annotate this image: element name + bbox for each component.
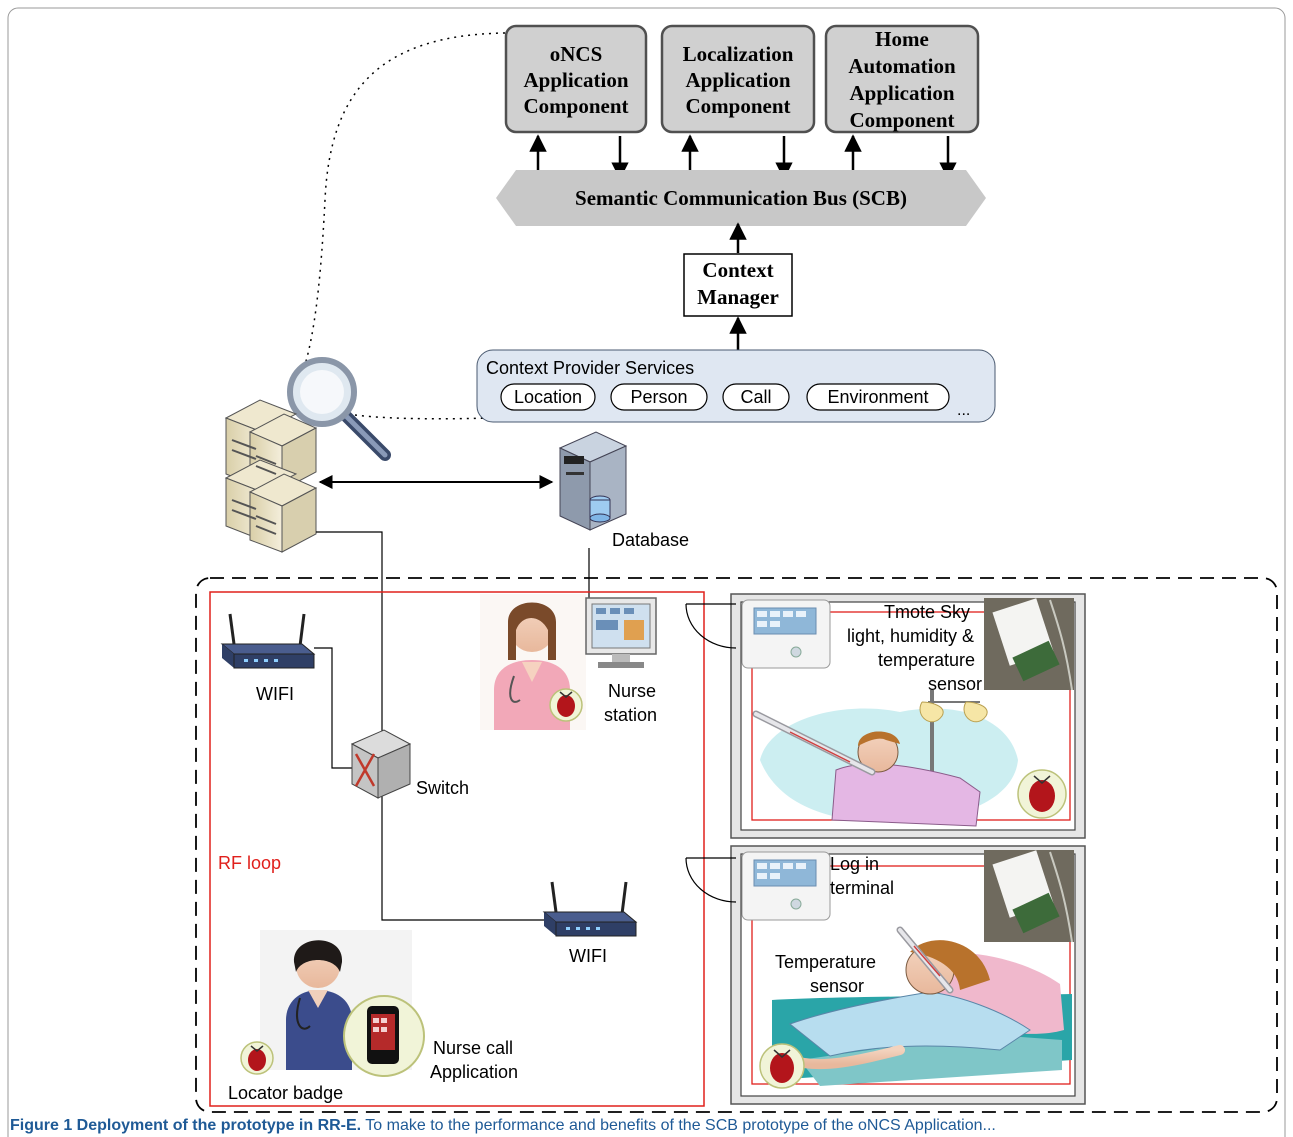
nurse-station-line-1: Nurse bbox=[608, 681, 656, 701]
oncs-line-3: Component bbox=[523, 94, 628, 118]
localization-line-3: Component bbox=[685, 94, 790, 118]
tmote-line-3: temperature bbox=[878, 650, 975, 670]
service-location-pill bbox=[500, 383, 596, 411]
dotted-link-provider bbox=[354, 414, 491, 420]
home-line-4: Component bbox=[849, 108, 954, 132]
oncs-app-component: oNCS Application Component bbox=[504, 24, 648, 134]
login-terminal-icon-room2 bbox=[741, 851, 831, 921]
login-terminal-icon-room1 bbox=[741, 599, 831, 669]
context-provider-services: Context Provider Services Location Perso… bbox=[476, 349, 996, 423]
service-environment-pill bbox=[806, 383, 950, 411]
nurse-with-phone-illustration bbox=[260, 930, 412, 1070]
home-line-3: Application bbox=[849, 81, 954, 105]
oncs-line-2: Application bbox=[523, 68, 628, 92]
log-in-line-1: Log in bbox=[830, 854, 879, 874]
patient-in-bed-room2 bbox=[772, 926, 1072, 1086]
locator-badge-icon-nurse bbox=[240, 1041, 274, 1075]
localization-line-2: Application bbox=[685, 68, 790, 92]
semantic-communication-bus: Semantic Communication Bus (SCB) bbox=[496, 170, 986, 226]
nurse-station-illustration bbox=[480, 594, 657, 730]
nurse-station-line-2: station bbox=[604, 705, 657, 725]
home-line-1: Home bbox=[875, 27, 929, 51]
service-person-pill bbox=[610, 383, 708, 411]
locator-badge-icon-room2 bbox=[759, 1043, 805, 1089]
dotted-link-top bbox=[304, 32, 506, 366]
nurse-call-line-1: Nurse call bbox=[433, 1038, 513, 1058]
localization-line-1: Localization bbox=[683, 42, 794, 66]
switch-icon bbox=[350, 729, 412, 799]
context-manager-line-1: Context bbox=[702, 258, 773, 282]
service-call: Call bbox=[740, 387, 771, 407]
context-manager-box: Context Manager bbox=[683, 253, 793, 317]
tmote-line-2: light, humidity & bbox=[847, 626, 974, 646]
caption-lead: Figure 1 Deployment of the prototype in … bbox=[10, 1117, 362, 1134]
rf-loop-label: RF loop bbox=[218, 853, 281, 873]
context-manager-line-2: Manager bbox=[697, 285, 779, 309]
tmote-sensor-photo-room2 bbox=[984, 850, 1074, 943]
temperature-sensor-line-1: Temperature bbox=[775, 952, 876, 972]
oncs-line-1: oNCS bbox=[550, 42, 603, 66]
locator-badge-icon-station bbox=[549, 688, 583, 722]
services-more: ... bbox=[957, 402, 970, 419]
locator-badge-label: Locator badge bbox=[228, 1083, 343, 1103]
magnifier-icon bbox=[287, 357, 391, 461]
home-line-2: Automation bbox=[848, 54, 956, 78]
service-person: Person bbox=[630, 387, 687, 407]
temperature-sensor-line-2: sensor bbox=[810, 976, 864, 996]
wifi-router-icon-top bbox=[220, 613, 316, 669]
figure-caption: Figure 1 Deployment of the prototype in … bbox=[10, 1117, 1290, 1137]
mobile-phone-icon bbox=[343, 995, 425, 1077]
service-location: Location bbox=[514, 387, 582, 407]
server-cluster-icon bbox=[224, 399, 318, 553]
patient-in-bed-room1 bbox=[752, 690, 1018, 827]
tmote-sensor-photo-room1 bbox=[984, 598, 1074, 691]
database-server-icon bbox=[558, 431, 628, 531]
rf-loop-boundary bbox=[209, 591, 705, 1107]
switch-label: Switch bbox=[416, 778, 469, 798]
wifi-router-icon-bottom bbox=[542, 881, 638, 937]
database-label: Database bbox=[612, 530, 689, 550]
nurse-call-line-2: Application bbox=[430, 1062, 518, 1082]
locator-badge-icon-room1 bbox=[1017, 769, 1067, 819]
context-provider-title: Context Provider Services bbox=[486, 358, 694, 378]
wifi-top-label: WIFI bbox=[256, 684, 294, 704]
service-call-pill bbox=[722, 383, 790, 411]
service-environment: Environment bbox=[827, 387, 928, 407]
wifi-bottom-label: WIFI bbox=[569, 946, 607, 966]
home-automation-app-component: Home Automation Application Component bbox=[824, 24, 980, 134]
log-in-line-2: terminal bbox=[830, 878, 894, 898]
bus-label: Semantic Communication Bus (SCB) bbox=[575, 186, 907, 210]
caption-text: To make to the performance and benefits … bbox=[361, 1117, 996, 1134]
figure-border bbox=[7, 7, 1286, 1137]
facility-boundary bbox=[195, 577, 1278, 1113]
tmote-line-4: sensor bbox=[928, 674, 982, 694]
room-doors bbox=[685, 603, 737, 903]
localization-app-component: Localization Application Component bbox=[660, 24, 816, 134]
tmote-line-1: Tmote Sky bbox=[884, 602, 970, 622]
